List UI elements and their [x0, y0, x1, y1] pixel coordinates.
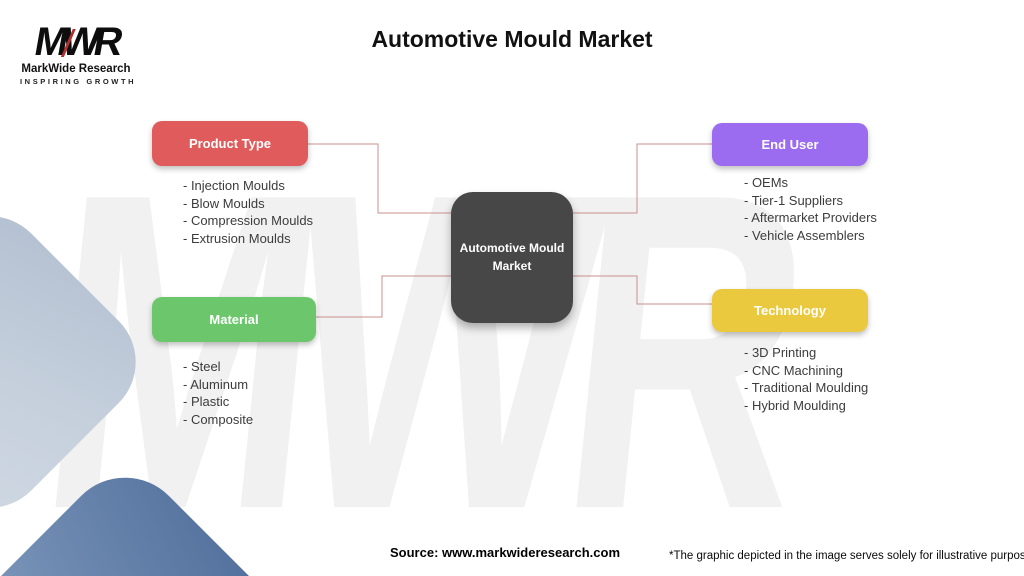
node-material: Material - Steel - Aluminum - Plastic - Com…: [152, 297, 316, 428]
list-item: - Extrusion Moulds: [183, 230, 291, 246]
list-item: - Plastic: [183, 394, 230, 409]
disclaimer-text: *The graphic depicted in the image serve…: [669, 550, 1024, 562]
node-material-list: - Steel - Aluminum - Plastic - Composite: [183, 358, 316, 428]
logo-company-name: MarkWide Research: [21, 63, 131, 75]
list-item: - Vehicle Assemblers: [744, 227, 865, 243]
list-item: - OEMs: [744, 175, 789, 190]
node-material-label: Material: [209, 312, 259, 327]
node-end-user-list: - OEMs - Tier-1 Suppliers - Aftermarket Pr…: [744, 174, 877, 244]
list-item: - Blow Moulds: [183, 195, 265, 211]
list-item: - Aluminum: [183, 376, 249, 392]
node-product-type-label: Product Type: [188, 136, 272, 151]
list-item: - Tier-1 Suppliers: [744, 192, 843, 208]
node-end-user-box: End User: [712, 123, 868, 166]
node-technology-list: - 3D Printing - CNC Machining - Traditiona…: [744, 344, 868, 414]
list-item: - Compression Moulds: [183, 213, 314, 228]
list-item: - Traditional Moulding: [744, 380, 869, 395]
node-product-type-box: Product Type: [152, 121, 308, 166]
list-item: - Hybrid Moulding: [744, 397, 846, 413]
connector-technology: [573, 275, 712, 305]
list-item: - Steel: [183, 359, 221, 374]
center-node: Automotive Mould Market: [451, 192, 573, 323]
list-item: - Composite: [183, 411, 254, 427]
node-technology-label: Technology: [754, 303, 826, 318]
node-end-user: End User - OEMs - Tier-1 Suppliers - After…: [712, 123, 877, 244]
node-product-type: Product Type - Injection Moulds - Blow Mo…: [152, 121, 313, 247]
source-text: Source: www.markwideresearch.com: [390, 545, 621, 560]
connector-material: [316, 275, 451, 318]
node-technology: Technology - 3D Printing- CNC Machining-…: [712, 289, 868, 414]
node-end-user-label: End User: [761, 137, 819, 152]
node-material-box: Material: [152, 297, 316, 342]
list-item: - Injection Moulds: [183, 178, 285, 193]
list-item: - 3D Printing: [744, 345, 817, 360]
logo-tagline: INSPIRING GROWTH: [20, 77, 137, 86]
list-item: - CNC Machining: [744, 362, 843, 378]
node-product-type-list: - Injection Moulds - Blow Moulds - Compres…: [183, 177, 313, 247]
node-technology-box: Technology: [712, 289, 868, 332]
connector-product-type: [308, 143, 451, 214]
list-item: - Aftermarket Providers: [744, 210, 877, 225]
center-node-label: Automotive Mould Market: [459, 241, 565, 273]
connector-end-user: [573, 143, 712, 214]
markwide-logo: MWR MarkWide Research INSPIRING GROWTH: [20, 20, 137, 86]
page-title: Automotive Mould Market: [371, 26, 653, 52]
